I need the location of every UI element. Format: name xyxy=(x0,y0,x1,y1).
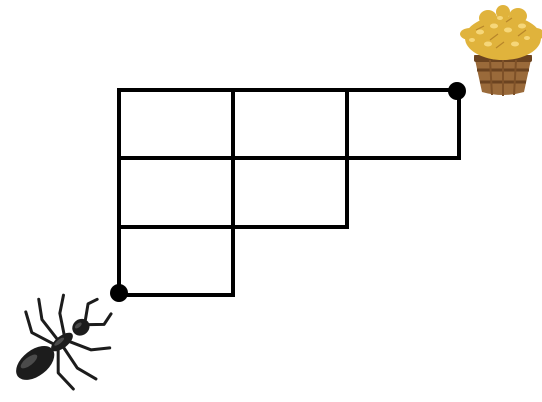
start-dot xyxy=(110,284,128,302)
wheat-basket-icon xyxy=(460,5,542,96)
staircase-grid xyxy=(117,88,461,297)
ant-icon xyxy=(16,293,113,391)
end-dot xyxy=(448,82,466,100)
